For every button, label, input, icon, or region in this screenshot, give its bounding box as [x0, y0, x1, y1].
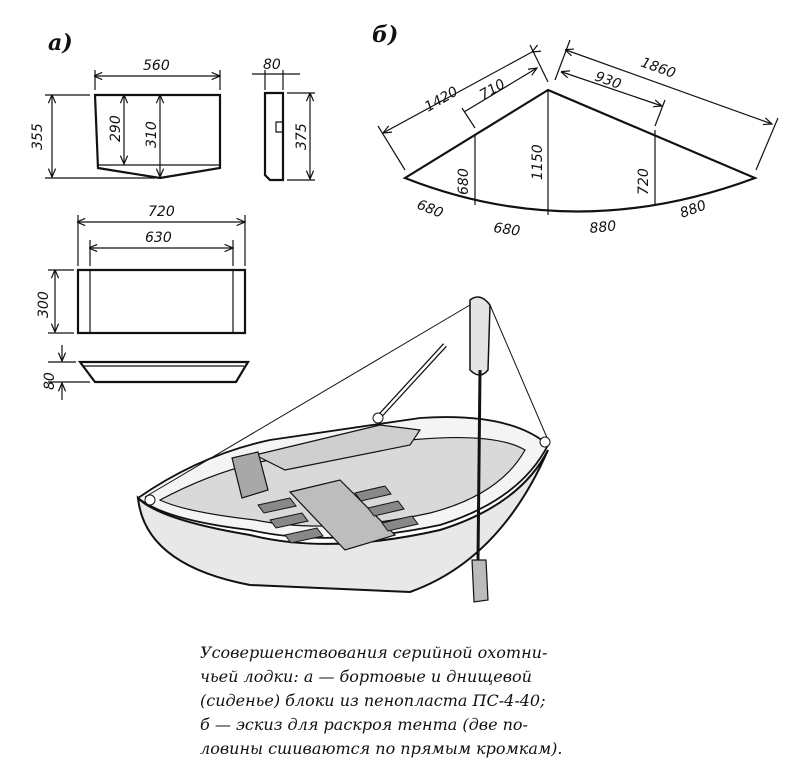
panel-label-b: б) [372, 22, 398, 48]
side-block-front-view: 560 355 290 310 [30, 58, 220, 180]
caption-line: (сиденье) блоки из пенопласта ПС-4-40; [200, 691, 546, 710]
caption-line: Усовершенствования серийной охотни- [200, 643, 548, 662]
bottom-block-top-view: 720 630 300 80 [36, 204, 250, 400]
tent-dim-930: 930 [593, 69, 624, 93]
dim-310: 310 [144, 121, 160, 148]
tent-dim-680-mid: 680 [456, 168, 472, 195]
caption-line: ловины сшиваются по прямым кромкам). [200, 739, 563, 758]
dim-355: 355 [30, 123, 46, 150]
tent-dim-1420: 1420 [422, 84, 461, 116]
tent-dim-arc-680-a: 680 [415, 197, 446, 222]
tent-dim-arc-680-b: 680 [492, 220, 521, 240]
side-block-profile-view: 80 375 [252, 57, 315, 182]
dim-80-top: 80 [263, 57, 281, 73]
panel-label-a: а) [48, 30, 73, 56]
dim-560: 560 [143, 58, 170, 74]
dim-375: 375 [294, 123, 310, 150]
caption-line: б — эскиз для раскроя тента (две по- [200, 715, 528, 734]
dim-80-bottom: 80 [42, 372, 58, 390]
dim-630: 630 [145, 230, 172, 246]
dim-290: 290 [108, 115, 124, 142]
tent-dim-720: 720 [636, 168, 652, 195]
tent-dim-1150: 1150 [530, 144, 546, 180]
dim-720: 720 [148, 204, 175, 220]
tent-dim-arc-880-b: 880 [678, 198, 709, 222]
dim-300: 300 [36, 291, 52, 318]
figure-caption: Усовершенствования серийной охотни- чьей… [200, 641, 790, 761]
tent-dim-710: 710 [477, 76, 508, 103]
tent-dim-arc-880-a: 880 [589, 218, 617, 237]
caption-line: чьей лодки: а — бортовые и днищевой [200, 667, 532, 686]
boat-illustration [136, 296, 551, 603]
tent-cutting-sketch: 1420 710 680 1150 720 1860 930 680 680 8… [377, 39, 779, 240]
